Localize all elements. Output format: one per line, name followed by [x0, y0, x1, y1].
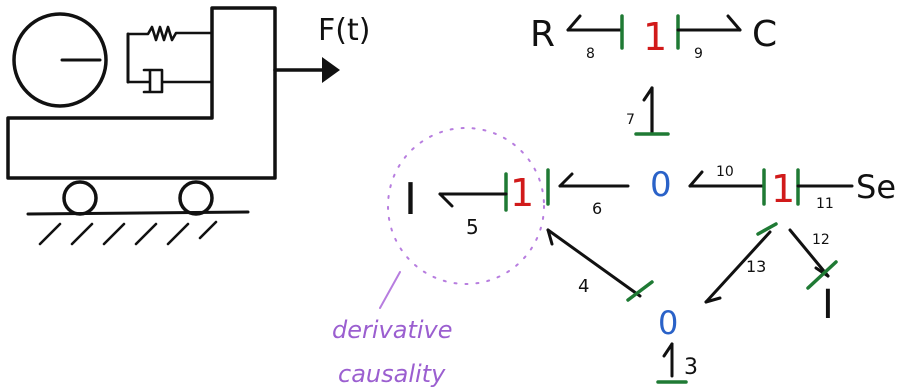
bond-4-causal-stroke: [626, 280, 654, 302]
bond-6-half-arrow: [558, 172, 574, 188]
bond-13-causal-stroke: [756, 222, 778, 236]
zero-junction-center: 0: [650, 165, 672, 205]
element-c: C: [752, 14, 777, 55]
bond-9-half-arrow: [726, 14, 742, 32]
wheel-left: [62, 180, 98, 216]
bond-13-number: 13: [746, 257, 766, 276]
element-i-left: I: [404, 174, 417, 225]
bond-7-half-arrow: [642, 86, 654, 102]
cart-body: [6, 6, 277, 180]
bond-9-number: 9: [694, 46, 703, 62]
annotation-pointer: [379, 271, 401, 309]
bond-13-half-arrow: [704, 296, 722, 304]
annotation-line-2: causality: [338, 360, 446, 388]
bond-4-number: 4: [578, 276, 589, 297]
bond-7-number: 7: [626, 112, 635, 128]
one-junction-left: 1: [510, 171, 534, 215]
bond-3-number: 3: [684, 355, 698, 380]
bond-1-half-arrow: [662, 342, 674, 358]
bond-6-number: 6: [592, 199, 602, 218]
element-i-right: I: [822, 282, 834, 328]
bond-10-half-arrow: [688, 170, 704, 188]
wheel-right: [178, 180, 214, 216]
bond-4-half-arrow: [546, 228, 554, 246]
bond-12-number: 12: [812, 232, 830, 248]
bond-5-number: 5: [466, 215, 479, 239]
bond-11-number: 11: [816, 196, 834, 212]
one-junction-top: 1: [643, 15, 667, 59]
bond-5-half-arrow: [438, 192, 454, 208]
annotation-dashed-circle: [387, 127, 545, 285]
bond-8-half-arrow: [566, 14, 582, 32]
one-junction-right: 1: [771, 167, 795, 211]
bond-10-number: 10: [716, 164, 734, 180]
bond-12-half-arrow: [814, 266, 830, 278]
force-label: F(t): [318, 13, 370, 48]
element-se: Se: [856, 168, 896, 206]
ground-line: [26, 210, 250, 216]
bond-4: [546, 228, 642, 298]
ground-hatch: [38, 220, 218, 246]
bond-13: [704, 230, 772, 304]
element-r: R: [530, 14, 555, 55]
damper: [126, 68, 214, 94]
bond-12: [788, 228, 830, 278]
bond-8-number: 8: [586, 46, 595, 62]
bond-graph: R 8 1 9 C 7 0 6 1 5 I 1: [404, 14, 896, 384]
derivative-causality-annotation: derivative causality: [332, 127, 545, 388]
bond-12-causal-stroke: [806, 260, 838, 290]
annotation-line-1: derivative: [332, 316, 453, 344]
zero-junction-bottom: 0: [658, 304, 678, 342]
spring: [126, 25, 214, 42]
mechanical-system: F(t): [6, 6, 370, 246]
flywheel-disk: [12, 12, 108, 108]
force-arrowhead: [322, 57, 340, 83]
